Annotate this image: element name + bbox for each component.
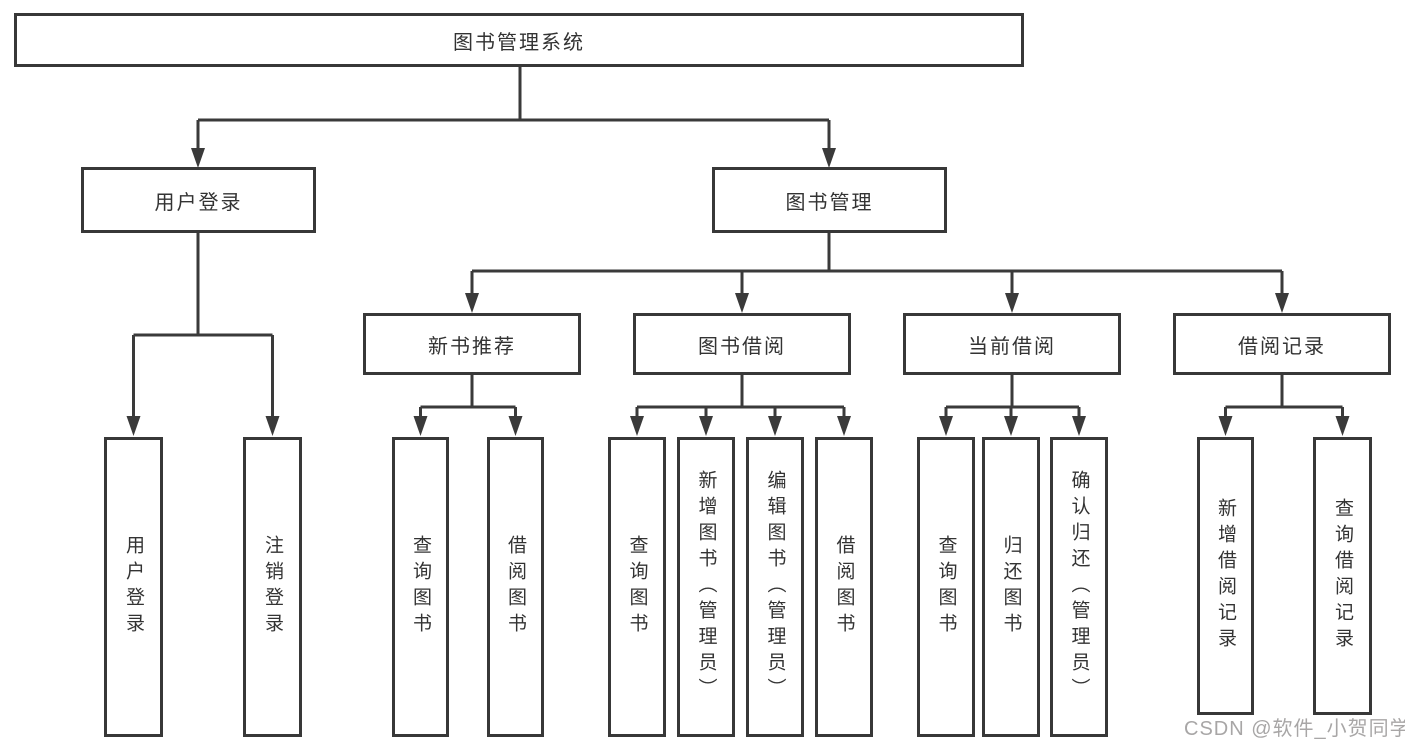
leaf-query-books-current: 查询图书 [917,437,975,737]
connector-path [132,67,1344,418]
leaf-confirm-return-admin: 确认归还（管理员） [1050,437,1108,737]
arrow-down-icon [508,416,523,436]
leaf-logout: 注销登录 [243,437,302,737]
node-user-login: 用户登录 [81,167,316,233]
arrow-down-icon [1275,293,1289,313]
leaf-edit-books-admin: 编辑图书（管理员） [746,437,804,737]
leaf-borrow-books-recommend: 借阅图书 [487,437,544,737]
leaf-query-books-recommend: 查询图书 [392,437,449,737]
watermark: CSDN @软件_小贺同学 [1184,718,1405,740]
arrow-down-icon [699,416,713,436]
node-book-borrowing: 图书借阅 [633,313,851,375]
node-book-management: 图书管理 [712,167,947,233]
arrow-down-icon [126,416,141,436]
arrow-down-icon [630,416,644,436]
leaf-user-login: 用户登录 [104,437,163,737]
arrow-down-icon [265,416,280,436]
arrow-down-icon [413,416,428,436]
arrow-down-icon [1004,416,1018,436]
node-new-book-recommendation: 新书推荐 [363,313,581,375]
leaf-return-books: 归还图书 [982,437,1040,737]
arrow-down-icon [1218,416,1233,436]
leaf-query-borrow-record: 查询借阅记录 [1313,437,1372,715]
leaf-add-borrow-record: 新增借阅记录 [1197,437,1254,715]
leaf-add-books-admin: 新增图书（管理员） [677,437,735,737]
arrow-down-icon [1005,293,1019,313]
arrow-down-icon [1072,416,1086,436]
arrow-down-icon [822,148,836,168]
leaf-borrow-books: 借阅图书 [815,437,873,737]
arrow-down-icon [191,148,205,168]
arrow-down-icon [939,416,953,436]
node-current-borrowing: 当前借阅 [903,313,1121,375]
arrow-down-icon [735,293,749,313]
leaf-query-books-borrow: 查询图书 [608,437,666,737]
arrow-down-icon [768,416,782,436]
arrow-down-icon [837,416,851,436]
node-library-management-system: 图书管理系统 [14,13,1024,67]
arrow-down-icon [465,293,479,313]
arrow-down-icon [1335,416,1350,436]
node-borrowing-records: 借阅记录 [1173,313,1391,375]
